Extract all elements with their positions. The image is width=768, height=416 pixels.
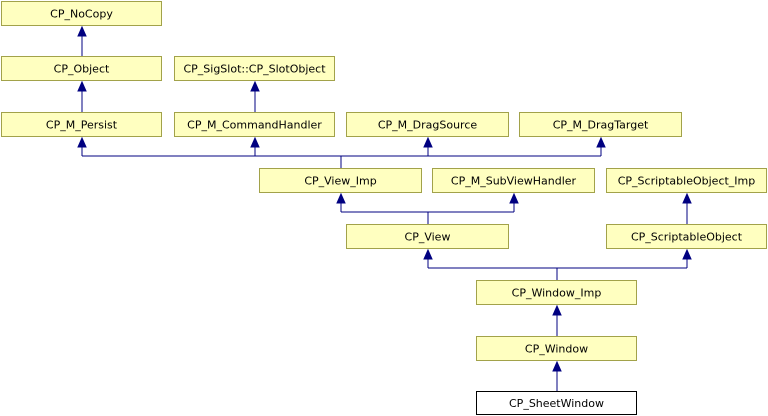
class-node-box	[1, 112, 162, 137]
edges-layer	[77, 25, 692, 391]
arrowhead	[77, 25, 87, 37]
class-node-persist[interactable]: CP_M_Persist	[1, 112, 162, 137]
class-node-label: CP_SheetWindow	[509, 397, 604, 410]
class-node-box	[606, 168, 767, 193]
inheritance-edge-scriptableobject	[682, 192, 692, 224]
arrowhead	[552, 360, 562, 372]
class-node-object[interactable]: CP_Object	[1, 56, 162, 81]
inheritance-edge-sheetwindow	[552, 360, 562, 391]
arrowhead	[509, 192, 519, 204]
inheritance-edge-viewimp	[77, 136, 606, 168]
class-node-dragtarget[interactable]: CP_M_DragTarget	[519, 112, 682, 137]
arrowhead	[682, 192, 692, 204]
class-node-box	[174, 112, 335, 137]
class-node-label: CP_Window_Imp	[512, 287, 602, 300]
class-node-label: CP_View	[405, 231, 451, 244]
class-node-box	[606, 224, 767, 249]
arrowhead	[250, 80, 260, 92]
class-node-box	[1, 56, 162, 81]
class-node-box	[174, 56, 335, 81]
class-node-scriptableobject[interactable]: CP_ScriptableObject	[606, 224, 767, 249]
class-node-dragsource[interactable]: CP_M_DragSource	[346, 112, 509, 137]
arrowhead	[250, 136, 260, 148]
class-node-scriptableobjectimp[interactable]: CP_ScriptableObject_Imp	[606, 168, 767, 193]
class-node-box	[476, 280, 637, 305]
class-node-box	[432, 168, 595, 193]
inheritance-edge-window	[552, 304, 562, 336]
class-node-label: CP_ScriptableObject	[631, 231, 743, 244]
class-node-nocopy[interactable]: CP_NoCopy	[1, 1, 162, 26]
class-node-label: CP_Object	[54, 63, 110, 76]
inheritance-edge-view	[336, 192, 519, 224]
class-node-box	[346, 112, 509, 137]
class-node-label: CP_M_SubViewHandler	[451, 175, 577, 188]
class-node-slotobject[interactable]: CP_SigSlot::CP_SlotObject	[174, 56, 335, 81]
class-node-label: CP_M_Persist	[46, 119, 118, 132]
arrowhead	[336, 192, 346, 204]
class-node-windowimp[interactable]: CP_Window_Imp	[476, 280, 637, 305]
class-node-label: CP_M_DragSource	[378, 119, 478, 132]
class-node-viewimp[interactable]: CP_View_Imp	[259, 168, 422, 193]
class-node-label: CP_View_Imp	[304, 175, 376, 188]
arrowhead	[77, 80, 87, 92]
class-node-label: CP_Window	[525, 343, 588, 356]
arrowhead	[596, 136, 606, 148]
class-node-sheetwindow[interactable]: CP_SheetWindow	[476, 391, 637, 415]
class-node-label: CP_M_CommandHandler	[187, 119, 322, 132]
inheritance-edge-commandhandler	[250, 80, 260, 112]
class-node-box	[1, 1, 162, 26]
arrowhead	[77, 136, 87, 148]
inheritance-edge-windowimp	[423, 248, 692, 280]
class-node-label: CP_SigSlot::CP_SlotObject	[183, 63, 326, 76]
class-node-label: CP_NoCopy	[50, 8, 113, 21]
arrowhead	[423, 248, 433, 260]
class-node-subviewhandler[interactable]: CP_M_SubViewHandler	[432, 168, 595, 193]
inheritance-edge-object	[77, 25, 87, 56]
class-node-box	[476, 391, 637, 415]
class-node-box	[346, 224, 509, 249]
class-node-view[interactable]: CP_View	[346, 224, 509, 249]
inheritance-edge-persist	[77, 80, 87, 112]
class-node-commandhandler[interactable]: CP_M_CommandHandler	[174, 112, 335, 137]
class-node-box	[519, 112, 682, 137]
arrowhead	[552, 304, 562, 316]
class-node-label: CP_M_DragTarget	[553, 119, 649, 132]
class-node-label: CP_ScriptableObject_Imp	[618, 175, 756, 188]
arrowhead	[423, 136, 433, 148]
class-node-window[interactable]: CP_Window	[476, 336, 637, 361]
class-node-box	[259, 168, 422, 193]
class-node-box	[476, 336, 637, 361]
arrowhead	[682, 248, 692, 260]
